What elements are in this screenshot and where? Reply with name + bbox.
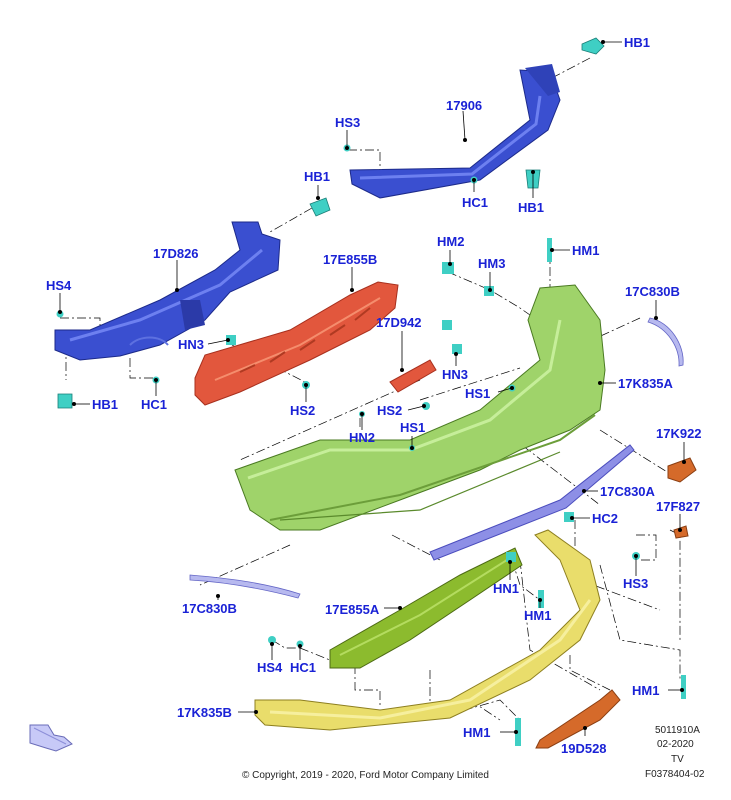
label-hs1-right: HS1 <box>465 386 490 401</box>
part-17d942-bracket <box>389 359 437 393</box>
leader-lines <box>58 40 686 736</box>
label-hs4-left: HS4 <box>46 278 72 293</box>
label-hm2: HM2 <box>437 234 464 249</box>
label-hm1-right: HM1 <box>632 683 659 698</box>
bolt-hb1-top <box>581 37 605 55</box>
footer-code-2: 02-2020 <box>657 739 694 750</box>
label-hs3-top: HS3 <box>335 115 360 130</box>
label-17d826: 17D826 <box>153 246 199 261</box>
part-17f827-clip <box>673 525 689 539</box>
label-hm1-top: HM1 <box>572 243 599 258</box>
label-hs4-bottom: HS4 <box>257 660 283 675</box>
label-hs2-mid: HS2 <box>377 403 402 418</box>
label-17c830b-bottom: 17C830B <box>182 601 237 616</box>
part-17e855a-absorber <box>329 547 523 669</box>
part-17c830b-trim-right <box>647 317 684 367</box>
label-hs3-right: HS3 <box>623 576 648 591</box>
label-hc2: HC2 <box>592 511 618 526</box>
nut-hm2 <box>442 262 454 274</box>
label-hb1-left-bottom: HB1 <box>92 397 118 412</box>
part-17k835a-bumper-cover <box>234 284 606 531</box>
nut-hn3-mid <box>452 344 462 354</box>
bolt-hm1-top <box>547 238 552 262</box>
label-hc1-left: HC1 <box>141 397 167 412</box>
part-17k835b-lower-cover <box>254 529 601 731</box>
nut-17d942-top <box>442 320 452 330</box>
label-19d528: 19D528 <box>561 741 607 756</box>
part-17k922-bracket <box>667 457 697 483</box>
label-hs1-mid: HS1 <box>400 420 425 435</box>
label-hm1-mid: HM1 <box>524 608 551 623</box>
front-direction-arrow-icon <box>29 724 73 752</box>
footer-code-1: 5011910A <box>655 725 700 736</box>
part-17c830b-trim-left <box>189 574 301 599</box>
label-hn1: HN1 <box>493 581 519 596</box>
nut-hn3-left <box>226 335 236 345</box>
bolt-hb1-left-bottom <box>57 393 73 409</box>
footer-copyright: © Copyright, 2019 - 2020, Ford Motor Com… <box>242 770 489 781</box>
part-17c830a-strip <box>429 444 635 561</box>
label-17e855a: 17E855A <box>325 602 380 617</box>
label-hn3-left: HN3 <box>178 337 204 352</box>
label-17f827: 17F827 <box>656 499 700 514</box>
part-labels: HB1 17906 HS3 HC1 HB1 HB1 17D826 HS4 HN3… <box>46 35 702 756</box>
label-hm1-bottom: HM1 <box>463 725 490 740</box>
label-hc1-bottom: HC1 <box>290 660 316 675</box>
label-17d942: 17D942 <box>376 315 422 330</box>
footer-code-4: F0378404-02 <box>645 769 705 780</box>
label-hb1-mid: HB1 <box>518 200 544 215</box>
label-hn2: HN2 <box>349 430 375 445</box>
part-17906-bumper-beam <box>349 64 561 199</box>
label-17c830a: 17C830A <box>600 484 656 499</box>
label-17e855b: 17E855B <box>323 252 377 267</box>
label-17k835b: 17K835B <box>177 705 232 720</box>
bolt-hb1-left-top <box>309 197 331 217</box>
part-19d528-trim <box>535 689 621 749</box>
label-hm3: HM3 <box>478 256 505 271</box>
part-17d826-tow-bar <box>54 221 281 361</box>
footer-code-3: TV <box>671 754 684 765</box>
clip-hs4-bottom <box>268 636 276 644</box>
label-hn3-mid: HN3 <box>442 367 468 382</box>
bolt-hm1-right <box>681 675 686 699</box>
nut-hc2 <box>564 512 574 522</box>
label-17k922: 17K922 <box>656 426 702 441</box>
footer: © Copyright, 2019 - 2020, Ford Motor Com… <box>242 725 705 781</box>
label-hb1-top: HB1 <box>624 35 650 50</box>
label-17k835a: 17K835A <box>618 376 674 391</box>
nut-hn1 <box>506 552 516 562</box>
label-hc1-top: HC1 <box>462 195 488 210</box>
label-17906: 17906 <box>446 98 482 113</box>
label-17c830b-top: 17C830B <box>625 284 680 299</box>
part-17e855b-energy-absorber <box>194 281 399 406</box>
label-hb1-left-top: HB1 <box>304 169 330 184</box>
label-hs2-left: HS2 <box>290 403 315 418</box>
